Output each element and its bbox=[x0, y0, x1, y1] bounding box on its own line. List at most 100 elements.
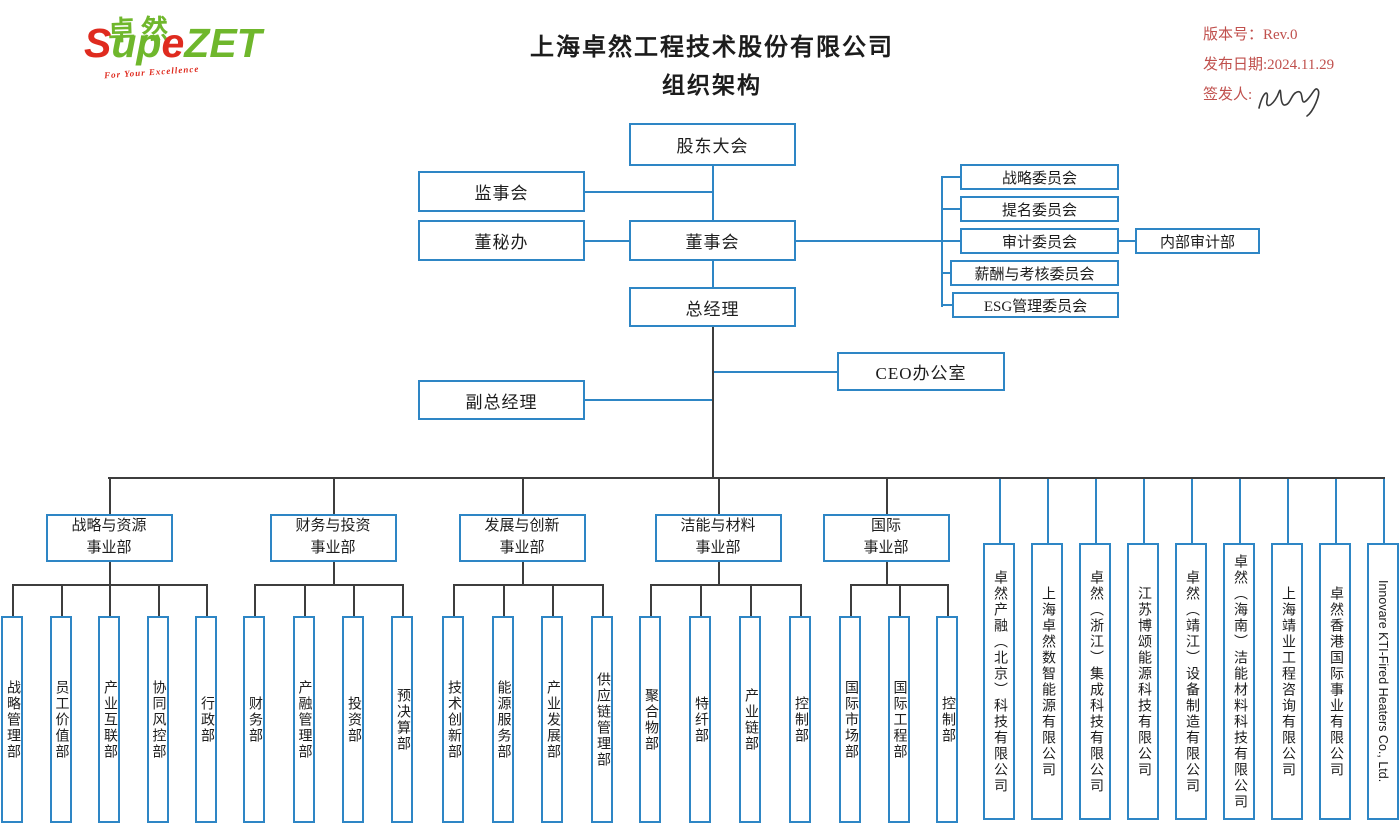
publish-date: 发布日期:2024.11.29 bbox=[1203, 57, 1335, 73]
node-board-secretary-office: 董秘办 bbox=[418, 220, 585, 261]
connector-line bbox=[886, 479, 888, 514]
node-dept-2-2: 产业发展部 bbox=[541, 616, 563, 823]
division-name-line: 国际 bbox=[870, 518, 901, 535]
logo-letter: Z bbox=[184, 20, 210, 66]
version-number: 版本号：Rev.0 bbox=[1203, 27, 1298, 43]
connector-line bbox=[254, 586, 256, 616]
connector-line bbox=[585, 240, 631, 242]
node-dept-2-1: 能源服务部 bbox=[491, 616, 514, 823]
node-supervisory-board: 监事会 bbox=[418, 171, 585, 212]
connector-line bbox=[303, 586, 306, 616]
node-division-1: 财务与投资事业部 bbox=[269, 514, 397, 562]
node-subsidiary-7: 卓然香港国际事业有限公司 bbox=[1319, 543, 1351, 820]
signer-label: 签发人: bbox=[1203, 87, 1253, 103]
connector-line bbox=[157, 586, 160, 616]
node-dept-4-1: 国际工程部 bbox=[887, 616, 910, 823]
signer-row: 签发人: bbox=[1203, 80, 1334, 117]
node-dept-4-0: 国际市场部 bbox=[839, 616, 861, 823]
connector-line bbox=[1239, 479, 1241, 543]
connector-line bbox=[941, 240, 960, 242]
node-dept-3-3: 控制部 bbox=[789, 616, 811, 823]
node-subsidiary-4: 卓然（靖江）设备制造有限公司 bbox=[1175, 543, 1207, 820]
connector-line bbox=[714, 371, 838, 373]
connector-line bbox=[941, 208, 960, 210]
connector-line bbox=[886, 562, 888, 584]
connector-line bbox=[850, 586, 852, 616]
connector-line bbox=[522, 479, 524, 514]
node-dept-2-3: 供应链管理部 bbox=[591, 616, 613, 823]
division-name-line: 事业部 bbox=[499, 540, 545, 556]
connector-line bbox=[12, 586, 14, 616]
node-dept-0-2: 产业互联部 bbox=[98, 616, 120, 823]
logo-letter: p bbox=[136, 20, 162, 66]
connector-line bbox=[333, 562, 335, 584]
logo-letter: S bbox=[84, 20, 112, 66]
node-dept-0-0: 战略管理部 bbox=[1, 616, 23, 823]
node-dept-1-2: 投资部 bbox=[342, 616, 364, 823]
connector-line bbox=[1143, 479, 1145, 543]
node-subsidiary-3: 江苏博颂能源科技有限公司 bbox=[1127, 543, 1159, 820]
connector-line bbox=[947, 586, 949, 616]
node-dept-1-1: 产融管理部 bbox=[292, 616, 315, 823]
connector-line bbox=[1095, 479, 1097, 543]
node-committee-4: ESG管理委员会 bbox=[952, 292, 1119, 318]
division-name-line: 战略与资源 bbox=[71, 518, 147, 535]
node-dept-0-1: 员工价值部 bbox=[49, 616, 72, 823]
connector-line bbox=[1191, 479, 1193, 543]
connector-line bbox=[353, 586, 355, 616]
connector-line bbox=[552, 586, 554, 616]
logo-letter: u bbox=[111, 20, 137, 66]
node-general-manager: 总经理 bbox=[629, 287, 796, 327]
page-subtitle: 组织架构 bbox=[662, 73, 762, 98]
connector-line bbox=[898, 586, 901, 616]
connector-line bbox=[700, 586, 702, 616]
connector-line bbox=[850, 584, 949, 586]
node-division-0: 战略与资源事业部 bbox=[45, 514, 173, 562]
document-meta: 版本号：Rev.0 发布日期:2024.11.29 签发人: bbox=[1203, 20, 1335, 117]
node-dept-3-2: 产业链部 bbox=[739, 616, 761, 823]
connector-line bbox=[800, 586, 802, 616]
connector-line bbox=[796, 240, 943, 242]
connector-line bbox=[585, 191, 714, 193]
node-subsidiary-6: 上海靖业工程咨询有限公司 bbox=[1271, 543, 1303, 820]
connector-line bbox=[941, 304, 952, 306]
division-name-line: 发展与创新 bbox=[484, 518, 560, 535]
connector-line bbox=[712, 261, 714, 288]
connector-line bbox=[1117, 240, 1137, 242]
connector-line bbox=[585, 399, 713, 401]
logo-letter: T bbox=[236, 20, 262, 66]
connector-line bbox=[941, 272, 950, 274]
connector-line bbox=[650, 584, 802, 586]
connector-line bbox=[718, 479, 720, 514]
node-dept-3-0: 聚合物部 bbox=[639, 616, 661, 823]
connector-line bbox=[750, 586, 752, 616]
logo-letter: E bbox=[209, 20, 237, 66]
node-dept-1-0: 财务部 bbox=[243, 616, 265, 823]
node-committee-2: 审计委员会 bbox=[960, 228, 1119, 254]
connector-line bbox=[1383, 479, 1385, 543]
connector-line bbox=[333, 479, 335, 514]
connector-line bbox=[718, 562, 720, 584]
node-dept-2-0: 技术创新部 bbox=[442, 616, 464, 823]
node-division-4: 国际事业部 bbox=[822, 514, 950, 562]
gm-trunk bbox=[712, 327, 714, 478]
connector-line bbox=[109, 562, 111, 584]
node-dept-0-4: 行政部 bbox=[195, 616, 217, 823]
connector-line bbox=[402, 586, 404, 616]
node-internal-audit-dept: 内部审计部 bbox=[1135, 228, 1260, 254]
connector-line bbox=[1287, 479, 1289, 543]
node-dept-4-2: 控制部 bbox=[936, 616, 958, 823]
connector-line bbox=[1047, 479, 1049, 543]
division-name-line: 事业部 bbox=[86, 540, 132, 556]
division-name-line: 财务与投资 bbox=[295, 518, 371, 535]
page-title: 上海卓然工程技术股份有限公司 bbox=[530, 35, 894, 61]
node-ceo-office: CEO办公室 bbox=[837, 352, 1005, 391]
node-subsidiary-0: 卓然产融（北京）科技有限公司 bbox=[983, 543, 1015, 820]
connector-line bbox=[602, 586, 604, 616]
node-subsidiary-2: 卓然（浙江）集成科技有限公司 bbox=[1079, 543, 1111, 820]
node-subsidiary-5: 卓然（海南）洁能材料科技有限公司 bbox=[1223, 543, 1255, 820]
connector-line bbox=[12, 584, 208, 586]
division-name-line: 洁能与材料 bbox=[680, 518, 756, 535]
connector-line bbox=[941, 176, 960, 178]
